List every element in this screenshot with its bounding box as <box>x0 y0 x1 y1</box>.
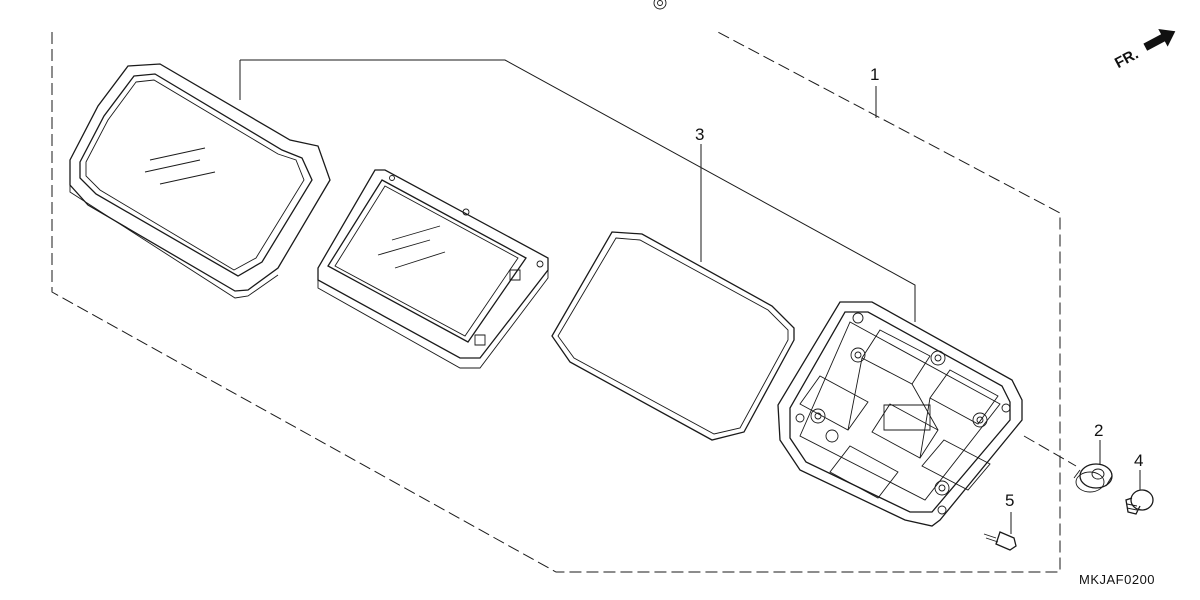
drawing-code: MKJAF0200 <box>1079 572 1155 587</box>
direction-label: FR. <box>1112 46 1141 72</box>
callout-5: 5 <box>1005 491 1014 510</box>
grommet <box>1073 463 1113 493</box>
lcd-panel <box>317 169 549 369</box>
meter-cover <box>69 63 331 299</box>
screw-4 <box>1125 489 1154 515</box>
registration-mark-icon <box>653 0 667 10</box>
screw-5 <box>983 531 1017 551</box>
callout-2: 2 <box>1094 421 1103 440</box>
callout-1: 1 <box>870 65 879 84</box>
alignment-line <box>1023 435 1077 467</box>
callout-4: 4 <box>1134 451 1143 470</box>
callout-3: 3 <box>695 125 704 144</box>
group-bracket-path <box>239 59 916 322</box>
meter-case <box>777 301 1023 527</box>
assembly-boundary <box>51 29 1061 573</box>
front-direction-arrow-icon: FR. <box>1112 28 1176 72</box>
seal-gasket <box>551 231 795 441</box>
